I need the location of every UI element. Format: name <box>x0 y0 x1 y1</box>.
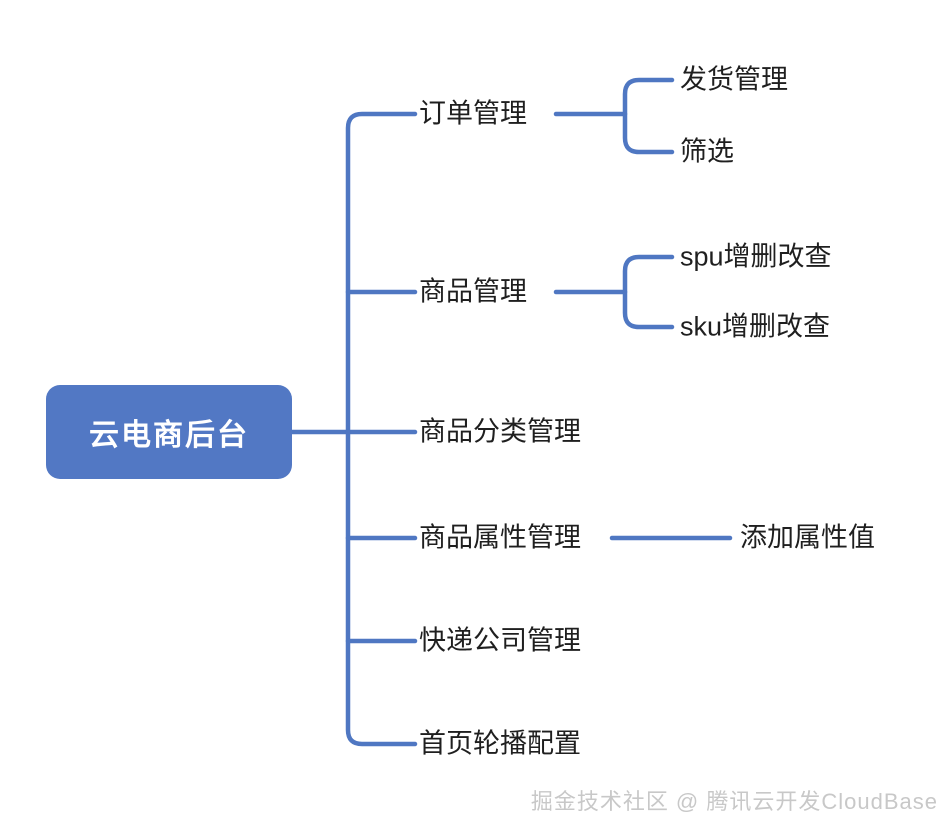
node-order-management[interactable]: 订单管理 <box>419 98 527 129</box>
node-product-management[interactable]: 商品管理 <box>419 276 527 307</box>
connector-trunk-branch-6 <box>345 429 418 747</box>
node-filter[interactable]: 筛选 <box>680 136 734 167</box>
node-express-company-management[interactable]: 快递公司管理 <box>419 625 581 656</box>
root-node-label: 云电商后台 <box>89 419 249 452</box>
node-shipping-management[interactable]: 发货管理 <box>680 64 788 95</box>
node-product-attribute-management[interactable]: 商品属性管理 <box>419 522 581 553</box>
node-spu-crud[interactable]: spu增删改查 <box>680 241 832 272</box>
node-sku-crud[interactable]: sku增删改查 <box>680 311 831 342</box>
connector-branch-1-children <box>622 77 675 155</box>
root-node[interactable]: 云电商后台 <box>46 385 292 479</box>
connector-branch-2-children <box>622 254 675 330</box>
node-add-attribute-value[interactable]: 添加属性值 <box>740 522 875 553</box>
watermark: 掘金技术社区 @ 腾讯云开发CloudBase <box>530 789 938 814</box>
node-homepage-carousel-config[interactable]: 首页轮播配置 <box>419 728 581 759</box>
node-product-category-management[interactable]: 商品分类管理 <box>419 416 581 447</box>
connector-trunk-branch-1 <box>345 111 418 435</box>
